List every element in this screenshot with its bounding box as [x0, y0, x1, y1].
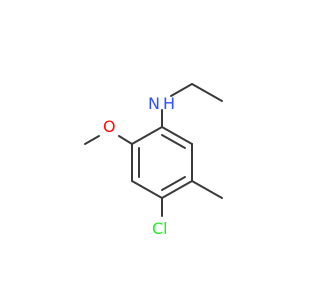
- bond-o-ch3: [84, 135, 100, 145]
- bond-ring-double-c4-c5: [161, 176, 186, 191]
- nitrogen-label: N: [148, 94, 160, 113]
- bond-ring-c4-c5: [161, 180, 193, 199]
- bond-ring-c3-c4: [131, 180, 163, 199]
- bond-ring-c1-c2: [131, 126, 163, 145]
- molecule-structure: N H O Cl: [84, 83, 223, 238]
- bond-ch2-ch3: [191, 83, 223, 102]
- oxygen-label: O: [103, 117, 116, 136]
- bond-ring-c6-c1: [161, 126, 193, 145]
- bond-c2-o: [118, 135, 133, 145]
- bond-n-ch2: [170, 83, 193, 97]
- hydrogen-label: H: [163, 94, 175, 113]
- bond-c5-ch3: [191, 180, 223, 199]
- chlorine-label: Cl: [152, 219, 168, 238]
- bond-ring-double-c6-c1: [161, 134, 186, 149]
